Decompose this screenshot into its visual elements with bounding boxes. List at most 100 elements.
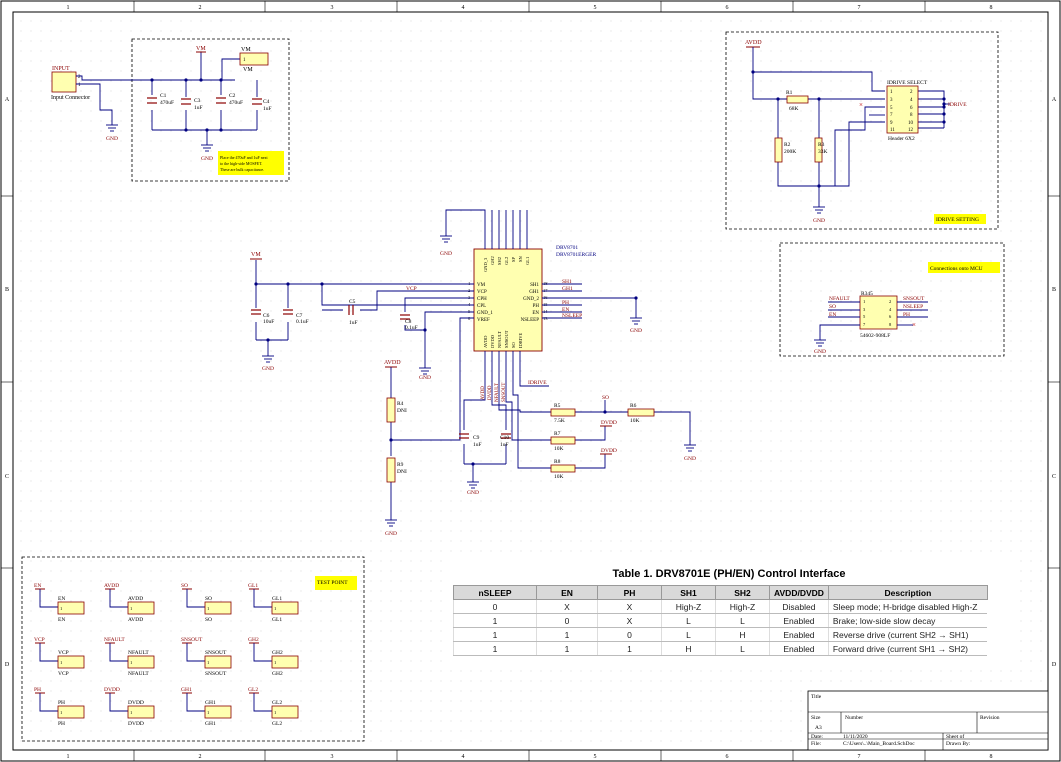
part-value: 68K — [789, 106, 799, 112]
no-connect-icon: × — [859, 101, 863, 109]
column-header: SH2 — [715, 585, 770, 600]
part-ref: R8 — [554, 459, 561, 465]
net-label: NFAULT — [829, 296, 850, 302]
idrive-setting-label-bg — [934, 214, 986, 224]
row-label: A — [5, 97, 10, 103]
table-cell: H — [715, 627, 770, 642]
resistor-r7[interactable] — [550, 436, 576, 445]
table-cell: Reverse drive (current SH2 → SH1) — [827, 627, 988, 642]
pin-name: SH1 — [530, 283, 539, 288]
row-label: D — [1052, 662, 1057, 668]
resistor-r5[interactable] — [550, 408, 576, 417]
table-cell: High-Z — [661, 599, 716, 614]
part-value: 54602-908LF — [860, 333, 890, 339]
table-cell: X — [536, 599, 598, 614]
row-label: A — [1052, 97, 1057, 103]
table-cell: L — [661, 613, 716, 628]
idrive-header[interactable] — [886, 85, 919, 134]
pin-number: 13 — [543, 316, 548, 321]
file-label: File: — [811, 741, 822, 747]
driver-block: DRV8701 DRV8701ERGER VM VCP CPH CPL GND_… — [250, 209, 642, 441]
cap-value: 10uF — [263, 319, 274, 325]
net-label: NFAULT — [104, 637, 125, 643]
block-label: Connections onto MCU — [930, 266, 983, 272]
part-ref: R345 — [861, 291, 873, 297]
net-label: NFAULT — [495, 383, 500, 402]
part-ref: EN — [58, 596, 65, 602]
part-value: SNSOUT — [205, 671, 227, 677]
pin-name: EN — [532, 311, 539, 316]
pin-name: GH1 — [529, 290, 539, 295]
net-label: GL2 — [248, 687, 258, 693]
cap-value: 1uF — [263, 106, 272, 112]
resistor-r2[interactable] — [774, 137, 783, 163]
net-label: SH1 — [562, 279, 572, 285]
drv8701-ic[interactable] — [473, 248, 543, 352]
part-value: 10K — [554, 474, 564, 480]
control-interface-table: nSLEEP EN PH SH1 SH2 AVDD/DVDD Descripti… — [453, 585, 988, 656]
pin-name: CPL — [477, 304, 486, 309]
input-power-block: INPUT Input Connector 2 1 — [51, 38, 290, 182]
connector-name: Input Connector — [51, 95, 90, 101]
resistor-r8[interactable] — [550, 464, 576, 473]
mcu-header[interactable] — [859, 295, 898, 330]
wire — [39, 589, 58, 608]
net-label: PH — [903, 312, 910, 318]
test-point-body[interactable] — [271, 705, 299, 719]
test-point-body[interactable] — [127, 705, 155, 719]
resistor-r3[interactable] — [814, 137, 823, 163]
cap-value: 1uF — [194, 105, 203, 111]
vm-port[interactable] — [239, 52, 269, 66]
wire — [253, 643, 272, 662]
net-label: DVDD — [104, 687, 120, 693]
part-value: DNI — [397, 469, 407, 475]
net-label: VM — [196, 46, 206, 52]
test-point-body[interactable] — [127, 601, 155, 615]
test-point-body[interactable] — [271, 601, 299, 615]
pin-number: 11 — [890, 128, 895, 133]
input-connector[interactable] — [51, 71, 77, 93]
test-point-body[interactable] — [204, 601, 232, 615]
pin-number: 3 — [863, 307, 866, 312]
title-block: Title Size A3 Number Revision Date: 11/1… — [807, 690, 1049, 751]
test-point-body[interactable] — [271, 655, 299, 669]
pin-name: NFAULT — [497, 331, 502, 348]
cap-ref: C6 — [263, 313, 270, 319]
test-point-body[interactable] — [57, 655, 85, 669]
part-value: DVDD — [128, 721, 144, 727]
table-cell: 0 — [536, 613, 598, 628]
table-cell: 1 — [453, 627, 537, 642]
column-header: PH — [597, 585, 662, 600]
resistor-r6[interactable] — [627, 408, 655, 417]
pin-name: GL2 — [504, 257, 509, 265]
resistor-r9[interactable] — [386, 457, 396, 483]
wire — [109, 643, 128, 662]
resistor-r4[interactable] — [386, 397, 396, 423]
test-point-body[interactable] — [204, 655, 232, 669]
part-value: AVDD — [128, 617, 143, 623]
col-label: 8 — [990, 754, 993, 760]
pin-number: 15 — [543, 302, 548, 307]
test-point-body[interactable] — [204, 705, 232, 719]
test-point-body[interactable] — [57, 601, 85, 615]
test-point-body[interactable] — [127, 655, 155, 669]
test-point-body[interactable] — [57, 705, 85, 719]
table-cell: L — [715, 641, 770, 656]
net-label: GH1 — [181, 687, 192, 693]
resistor-r1[interactable] — [786, 95, 809, 104]
cap-ref: C4 — [263, 99, 270, 105]
col-label: 1 — [67, 5, 70, 11]
